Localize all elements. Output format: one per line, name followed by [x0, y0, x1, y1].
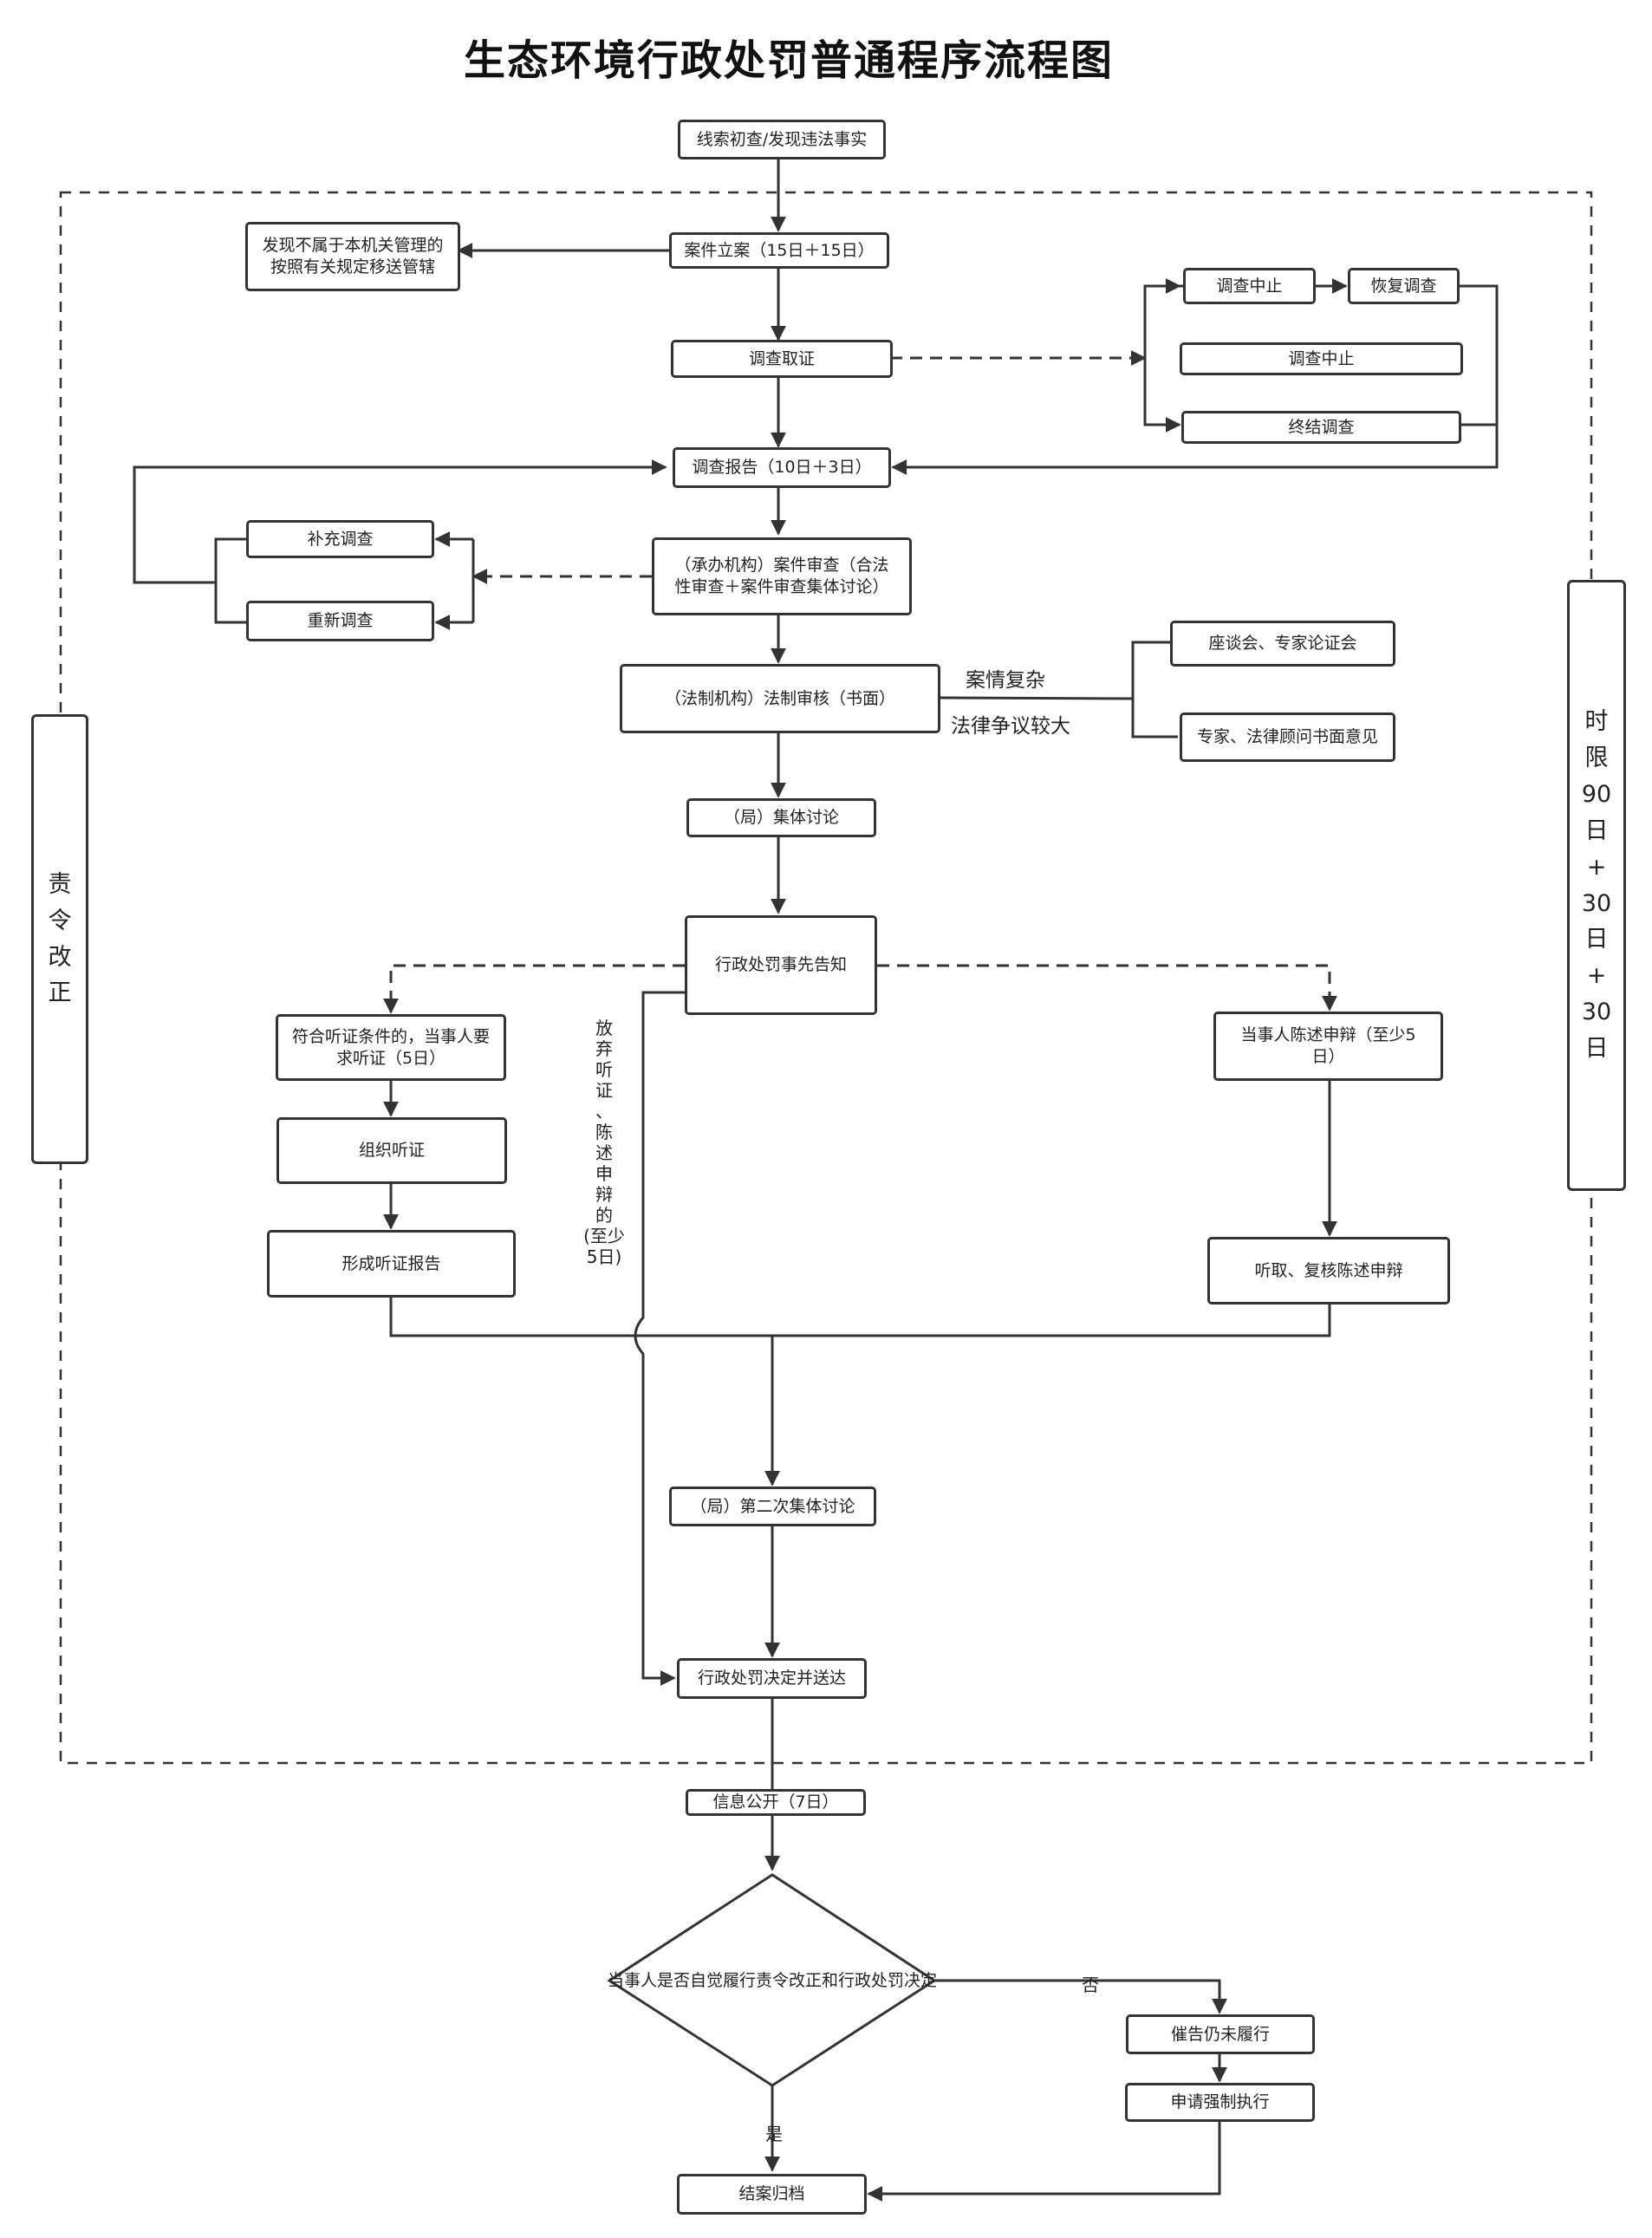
node-terminate: 终结调查	[1181, 411, 1461, 444]
side-char: 责	[48, 870, 72, 898]
edge-legal-experts	[940, 696, 1134, 700]
node-legal-review: （法制机构）法制审核（书面）	[620, 664, 940, 733]
node-hearing-request: 符合听证条件的，当事人要求听证（5日）	[276, 1014, 506, 1081]
label-legal-dispute: 法律争议较大	[951, 715, 1070, 738]
node-close: 结案归档	[677, 2174, 867, 2215]
edge-supplement-loop	[214, 537, 246, 624]
node-transfer: 发现不属于本机关管理的按照有关规定移送管辖	[245, 222, 460, 291]
edge-loop-report	[133, 459, 667, 584]
label-char: 申	[595, 1163, 613, 1184]
edge-branch-rail	[1143, 284, 1183, 426]
node-urge: 催告仍未履行	[1126, 2014, 1315, 2054]
side-char: 日	[1584, 926, 1609, 953]
node-enforce: 申请强制执行	[1125, 2083, 1315, 2122]
side-char: 30	[1581, 889, 1612, 917]
label-waive-hearing: 放 弃 听 证 、 陈 述 申 辩 的 (至少 5日)	[582, 1018, 627, 1267]
node-investigate: 调查取证	[671, 340, 893, 378]
edge-notice-hearing	[383, 964, 685, 1014]
side-char: 日	[1584, 816, 1609, 844]
edge-enforce-close	[867, 2120, 1221, 2202]
label-char: 5日)	[586, 1246, 622, 1267]
label-char: 弃	[595, 1038, 613, 1059]
node-symposium: 座谈会、专家论证会	[1170, 621, 1395, 667]
node-group-discussion: （局）集体讨论	[686, 798, 876, 837]
label-yes: 是	[765, 2124, 783, 2144]
node-resume: 恢复调查	[1348, 268, 1460, 304]
edge-experts-rail	[1131, 641, 1178, 738]
side-char: 限	[1584, 745, 1609, 772]
node-clue: 线索初查/发现违法事实	[678, 120, 886, 159]
side-box-time-limit: 时 限 90 日 + 30 日 + 30 日	[1567, 580, 1626, 1191]
node-review-statement: 听取、复核陈述申辩	[1207, 1237, 1450, 1304]
node-supplement: 补充调查	[246, 520, 434, 558]
node-expert-opinion: 专家、法律顾问书面意见	[1180, 712, 1395, 762]
page-title: 生态环境行政处罚普通程序流程图	[463, 36, 1114, 85]
label-no: 否	[1082, 1975, 1099, 1995]
side-char: 时	[1584, 708, 1609, 736]
node-hearing-report: 形成听证报告	[267, 1230, 516, 1298]
node-case-review: （承办机构）案件审查（合法性审查＋案件审查集体讨论）	[652, 537, 912, 615]
side-char: 令	[48, 907, 72, 934]
label-char: 的	[595, 1205, 613, 1226]
label-char: 、	[595, 1101, 613, 1122]
side-char: +	[1586, 853, 1607, 881]
label-char: (至少	[583, 1226, 625, 1246]
node-prior-notice: 行政处罚事先告知	[685, 915, 877, 1015]
side-char: 30	[1581, 999, 1612, 1026]
node-compliance-question: 当事人是否自觉履行责令改正和行政处罚决定	[607, 1970, 937, 1990]
node-suspend-a: 调查中止	[1183, 268, 1316, 304]
label-char: 放	[595, 1018, 613, 1038]
node-reinvestigate: 重新调查	[246, 601, 434, 641]
node-suspend-b: 调查中止	[1180, 342, 1463, 375]
edge-notice-statement	[877, 964, 1337, 1012]
edge-hearing-merge	[389, 1298, 1331, 1337]
node-statement: 当事人陈述申辩（至少5日）	[1213, 1012, 1443, 1081]
label-char: 听	[595, 1059, 613, 1080]
node-report: 调查报告（10日＋3日）	[673, 447, 891, 488]
side-char: 90	[1581, 780, 1612, 808]
node-disclosure: 信息公开（7日）	[686, 1789, 866, 1816]
side-char: 正	[48, 979, 72, 1007]
node-filing: 案件立案（15日＋15日）	[669, 232, 889, 269]
node-second-discussion: （局）第二次集体讨论	[669, 1487, 876, 1526]
node-organize-hearing: 组织听证	[276, 1117, 507, 1184]
label-complex-case: 案情复杂	[966, 669, 1045, 692]
label-char: 述	[595, 1142, 613, 1163]
edge-return-report	[891, 284, 1499, 475]
side-char: 改	[48, 943, 72, 971]
label-char: 辩	[595, 1184, 613, 1205]
label-char: 证	[595, 1080, 613, 1101]
side-char: +	[1586, 962, 1607, 990]
edge-waive-path	[634, 991, 685, 1686]
label-char: 陈	[595, 1122, 613, 1142]
edge-diamond-no	[934, 1979, 1227, 2014]
node-decision: 行政处罚决定并送达	[677, 1658, 867, 1699]
side-char: 日	[1584, 1034, 1609, 1062]
side-box-rectify: 责 令 改 正	[31, 714, 88, 1164]
